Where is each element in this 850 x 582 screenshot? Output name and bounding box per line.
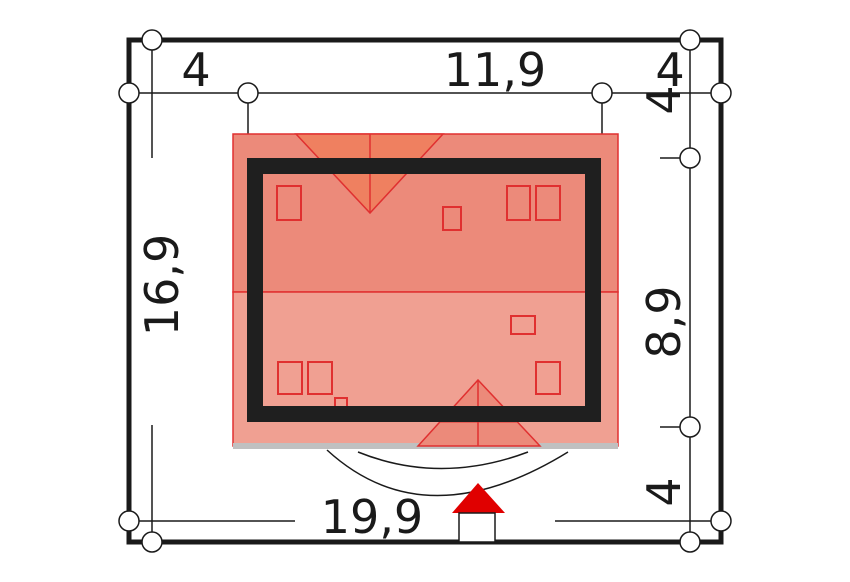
node-circle-icon — [679, 29, 701, 51]
node-circle-icon — [141, 531, 163, 553]
node-circle-icon — [118, 82, 140, 104]
dim-left-total: 16,9 — [135, 234, 189, 336]
driveway — [326, 449, 569, 497]
dim-right-bottom: 4 — [637, 477, 691, 506]
dimension-nodes — [118, 29, 732, 553]
node-circle-icon — [237, 82, 259, 104]
node-circle-icon — [679, 416, 701, 438]
dim-top-left: 4 — [181, 43, 210, 97]
house-roof — [232, 133, 619, 449]
plot-boundary — [126, 37, 724, 545]
node-circle-icon — [141, 29, 163, 51]
dim-top-middle: 11,9 — [444, 43, 546, 97]
node-circle-icon — [679, 147, 701, 169]
node-circle-icon — [591, 82, 613, 104]
entrance-arrow-icon — [452, 483, 505, 543]
node-circle-icon — [710, 82, 732, 104]
dim-right-top: 4 — [637, 85, 691, 114]
dim-bottom-total: 19,9 — [321, 490, 423, 544]
node-circle-icon — [679, 531, 701, 553]
dim-top-right: 4 — [655, 43, 684, 97]
dim-right-middle: 8,9 — [637, 285, 691, 358]
house-walls — [247, 158, 601, 422]
node-circle-icon — [710, 510, 732, 532]
node-circle-icon — [118, 510, 140, 532]
